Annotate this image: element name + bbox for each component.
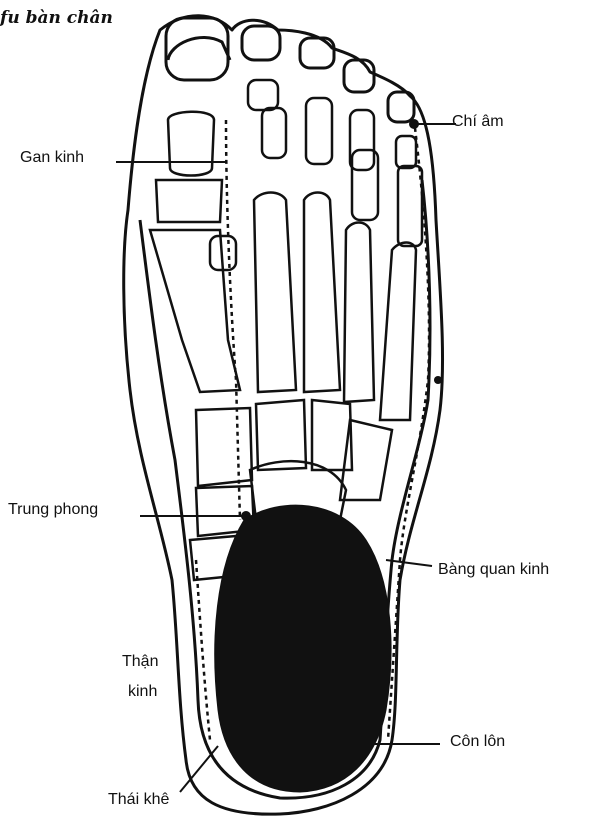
phalanx-5b	[398, 166, 422, 246]
label-than-kinh-line2: kinh	[128, 682, 157, 702]
metatarsal-3	[304, 193, 340, 393]
big-toe-phalanx	[168, 112, 214, 176]
phalanx-4a	[350, 110, 374, 170]
label-con-lon: Côn lôn	[450, 732, 505, 752]
label-thai-khe: Thái khê	[108, 790, 169, 810]
cuboid	[340, 420, 392, 500]
metatarsal-5	[380, 243, 416, 421]
liver-meridian-line	[226, 120, 240, 520]
toe-4	[344, 60, 374, 92]
label-chi-am: Chí âm	[452, 112, 504, 132]
phalanx-5a	[396, 136, 416, 168]
toe-2	[242, 26, 280, 60]
heel-calcaneus	[215, 505, 391, 792]
big-toe-proximal	[156, 180, 222, 222]
phalanx-2b	[262, 108, 286, 158]
metatarsal-2	[254, 193, 296, 393]
label-gan-kinh: Gan kinh	[20, 148, 84, 168]
label-trung-phong: Trung phong	[8, 500, 98, 520]
metatarsal-1	[150, 230, 240, 392]
phalanx-3a	[306, 98, 332, 164]
phalanx-2a	[248, 80, 278, 110]
point-chi-am	[409, 119, 419, 129]
label-bang-quang-kinh: Bàng quan kinh	[438, 560, 549, 580]
figure-caption: fu bàn chân	[0, 8, 113, 28]
cuneiform-1	[196, 408, 252, 486]
cuneiform-2	[256, 400, 306, 470]
metatarsal-4	[344, 223, 374, 403]
label-than-kinh-line1: Thận	[122, 652, 158, 672]
point-bladder	[434, 376, 442, 384]
